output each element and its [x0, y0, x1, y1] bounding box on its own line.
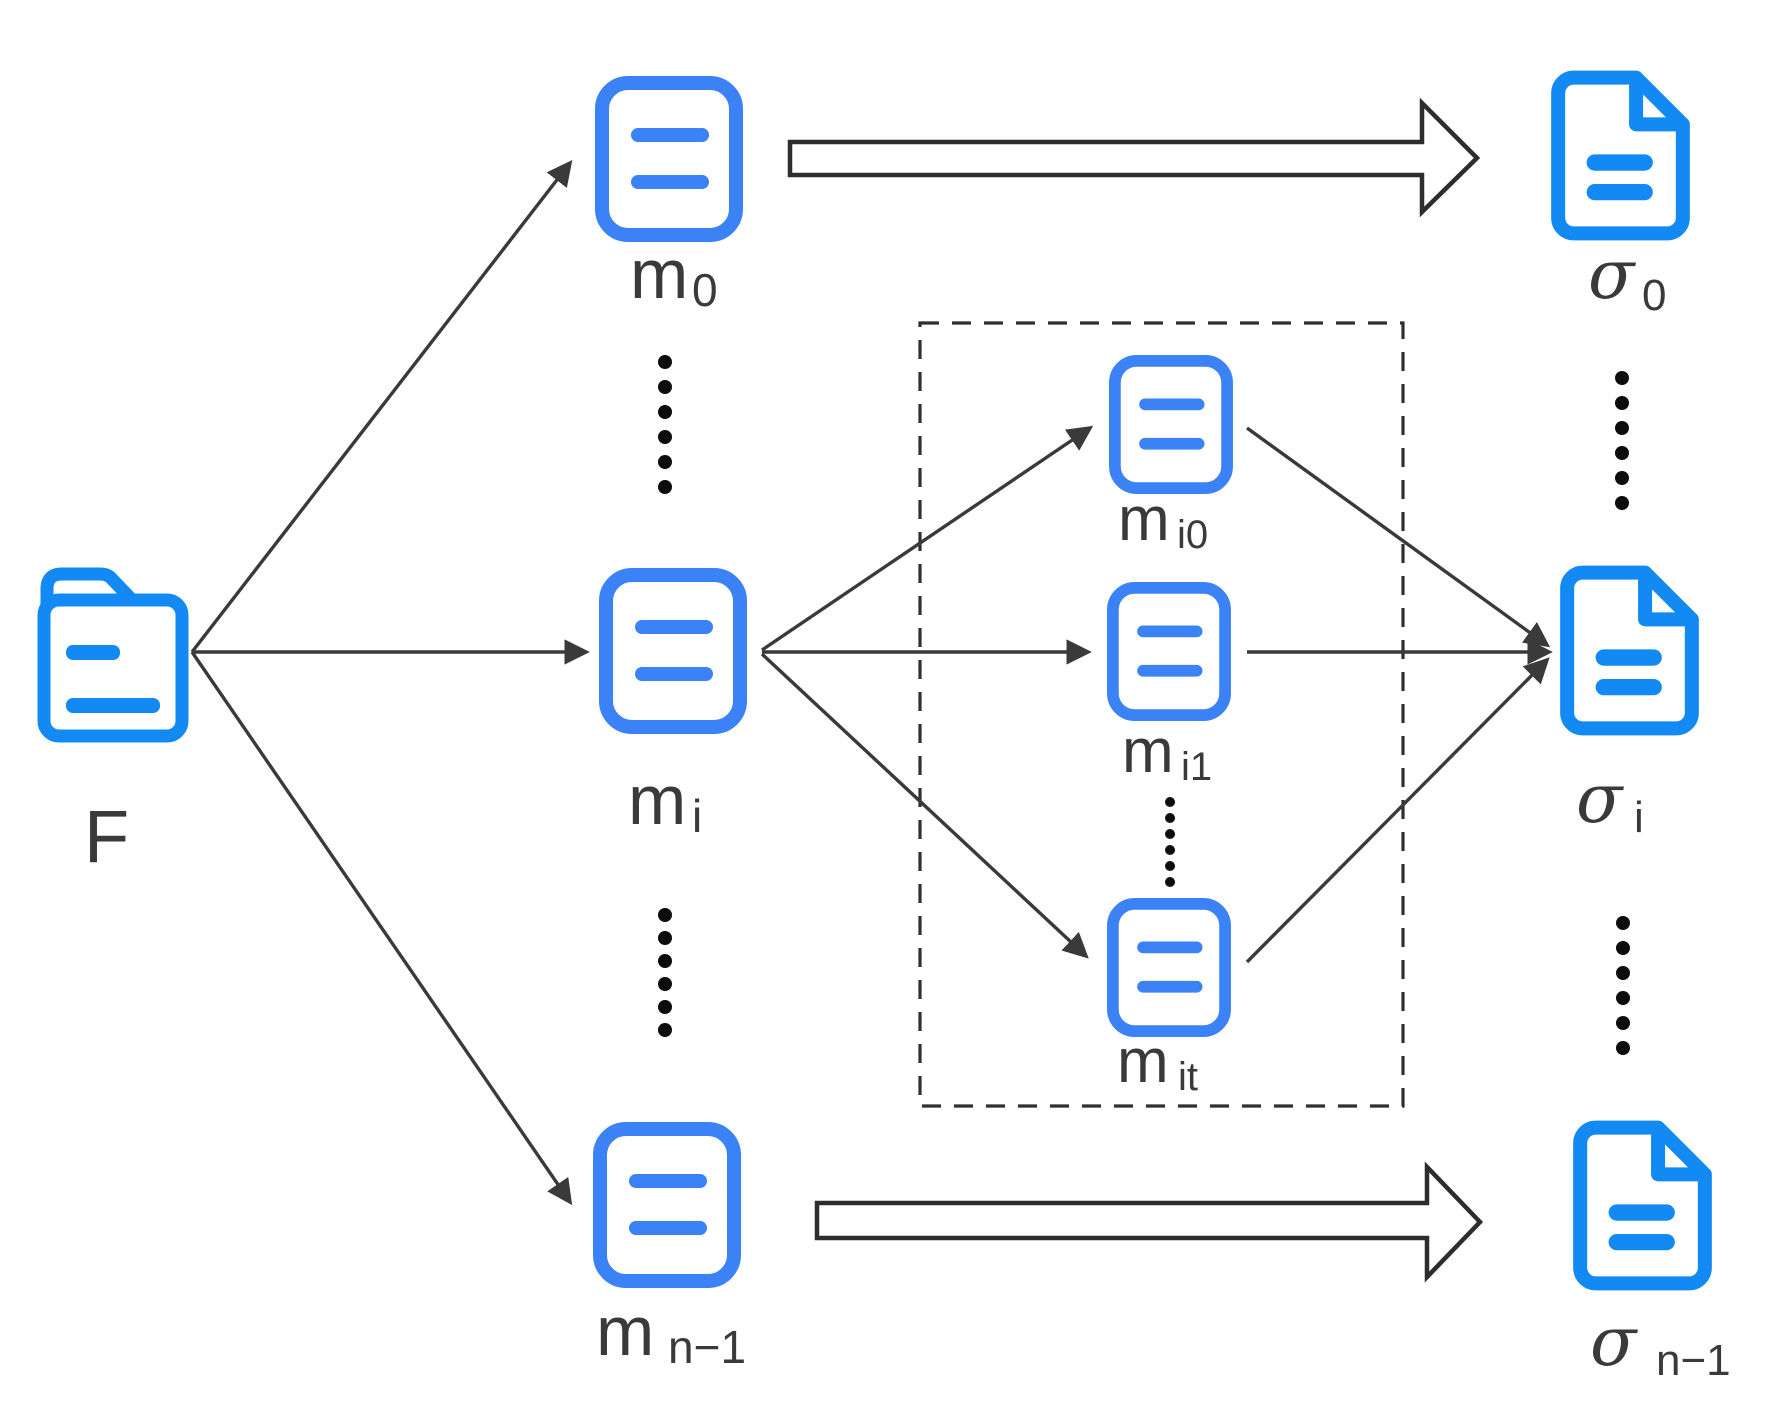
ellipsis-sigmai-sigman1 [1616, 916, 1630, 1055]
svg-text:σ: σ [1576, 760, 1624, 839]
arrow-mi0-to-sigmai [1246, 426, 1551, 648]
svg-text:it: it [1178, 1055, 1198, 1099]
big-arrow-mn1-to-sigman1 [814, 1161, 1484, 1283]
dashed-group-box [918, 321, 1405, 1108]
svg-text:i: i [1634, 793, 1644, 842]
label-mn1: m n−1 [596, 1292, 746, 1373]
document-icon-mi1 [1113, 588, 1225, 715]
arrow-mi-to-mi0 [761, 425, 1094, 652]
document-icon-mit [1113, 904, 1225, 1031]
ellipsis-m0-mi [658, 355, 672, 494]
arrow-mi-to-mit [760, 652, 1089, 959]
signature-document-icon-sigma0 [1558, 78, 1683, 234]
label-sigmai: σ i [1576, 760, 1644, 842]
svg-text:i1: i1 [1181, 745, 1212, 789]
svg-text:0: 0 [692, 264, 718, 316]
svg-text:m: m [630, 235, 688, 313]
svg-text:σ: σ [1590, 1303, 1638, 1382]
ellipsis-mi-mn1 [658, 908, 672, 1037]
label-mi1: m i1 [1122, 717, 1212, 789]
svg-text:m: m [1117, 1027, 1169, 1096]
svg-text:m: m [596, 1292, 654, 1370]
label-sigman1: σ n−1 [1590, 1303, 1731, 1385]
label-mi: m i [628, 761, 702, 842]
big-arrow-m0-to-sigma0 [787, 97, 1481, 218]
svg-text:σ: σ [1588, 236, 1636, 315]
svg-text:m: m [1118, 485, 1170, 554]
document-icon-mi0 [1115, 361, 1227, 488]
signature-document-icon-sigmai [1567, 573, 1692, 729]
document-icon-mi [606, 575, 740, 727]
arrow-mit-to-sigmai [1245, 657, 1550, 964]
svg-text:0: 0 [1642, 271, 1666, 320]
svg-text:n−1: n−1 [1656, 1336, 1731, 1385]
arrow-f-to-m0 [190, 159, 573, 654]
svg-text:n−1: n−1 [668, 1321, 746, 1373]
label-mit: m it [1117, 1027, 1198, 1099]
ellipsis-mi1-mit [1165, 797, 1175, 887]
ellipsis-sigma0-sigmai [1615, 371, 1629, 510]
svg-text:i0: i0 [1177, 513, 1208, 557]
folder-icon [37, 567, 189, 743]
label-m0: m 0 [630, 235, 718, 316]
arrows-from-mi [760, 425, 1094, 959]
arrows-from-file [190, 159, 590, 1206]
arrows-to-sigmai [1245, 426, 1553, 964]
svg-text:i: i [692, 790, 702, 842]
svg-text:m: m [628, 761, 686, 839]
document-icon-mn1 [600, 1129, 734, 1281]
label-sigma0: σ 0 [1588, 236, 1666, 320]
signature-document-icon-sigman1 [1580, 1128, 1705, 1284]
document-icon-m0 [602, 83, 736, 235]
label-mi0: m i0 [1118, 485, 1208, 557]
arrow-f-to-mn1 [190, 651, 573, 1206]
label-file: F [84, 795, 129, 878]
svg-text:m: m [1122, 717, 1174, 786]
